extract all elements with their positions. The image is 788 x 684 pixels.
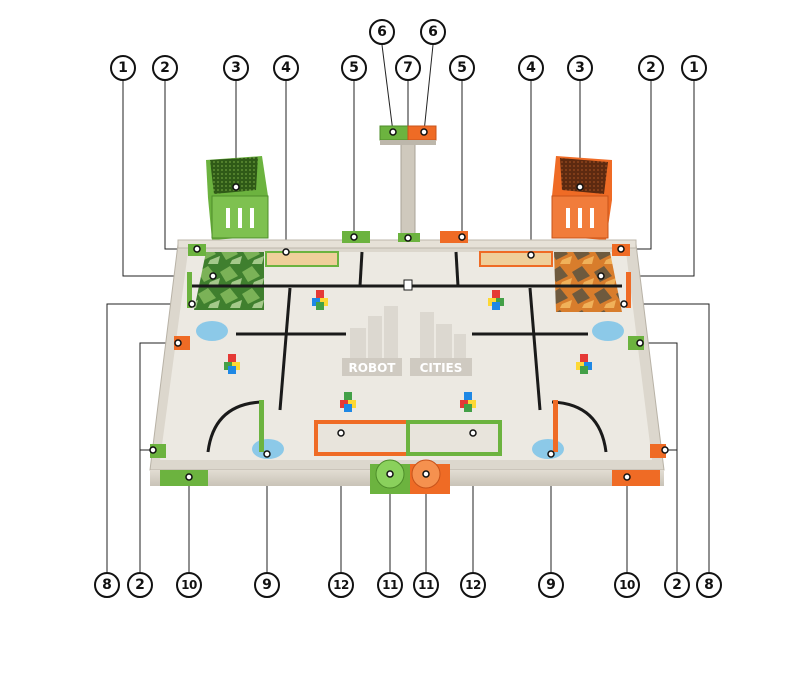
callout-top-7: 7 xyxy=(395,55,421,81)
callout-bottom-8: 8 xyxy=(94,572,120,598)
callout-bottom-2: 2 xyxy=(127,572,153,598)
callout-bottom-2b: 2 xyxy=(664,572,690,598)
callout-top-1b: 1 xyxy=(681,55,707,81)
callout-top-3b: 3 xyxy=(567,55,593,81)
callout-bottom-11b: 11 xyxy=(413,572,439,598)
green-basket xyxy=(206,156,269,240)
callout-top-3: 3 xyxy=(223,55,249,81)
orange-basket xyxy=(551,156,612,240)
callout-bottom-8b: 8 xyxy=(696,572,722,598)
callout-top-5b: 5 xyxy=(449,55,475,81)
callout-top-4: 4 xyxy=(273,55,299,81)
callout-bottom-10b: 10 xyxy=(614,572,640,598)
callout-bottom-9: 9 xyxy=(254,572,280,598)
callout-top-4b: 4 xyxy=(518,55,544,81)
callout-top-6a: 6 xyxy=(369,19,395,45)
callout-top-5: 5 xyxy=(341,55,367,81)
callout-top-2b: 2 xyxy=(638,55,664,81)
callout-bottom-10: 10 xyxy=(176,572,202,598)
robot-cities-logo: ROBOT CITIES xyxy=(342,358,472,376)
callout-top-6b: 6 xyxy=(420,19,446,45)
callout-bottom-12: 12 xyxy=(328,572,354,598)
cube-clusters xyxy=(224,290,592,412)
callout-bottom-12b: 12 xyxy=(460,572,486,598)
logo-line-2: CITIES xyxy=(420,361,463,375)
anchor-dots xyxy=(149,128,669,481)
logo-line-1: ROBOT xyxy=(349,361,397,375)
callout-top-1: 1 xyxy=(110,55,136,81)
callout-bottom-9b: 9 xyxy=(538,572,564,598)
callout-bottom-11a: 11 xyxy=(377,572,403,598)
central-tower xyxy=(379,125,437,241)
callout-top-2: 2 xyxy=(152,55,178,81)
game-field xyxy=(149,231,666,494)
